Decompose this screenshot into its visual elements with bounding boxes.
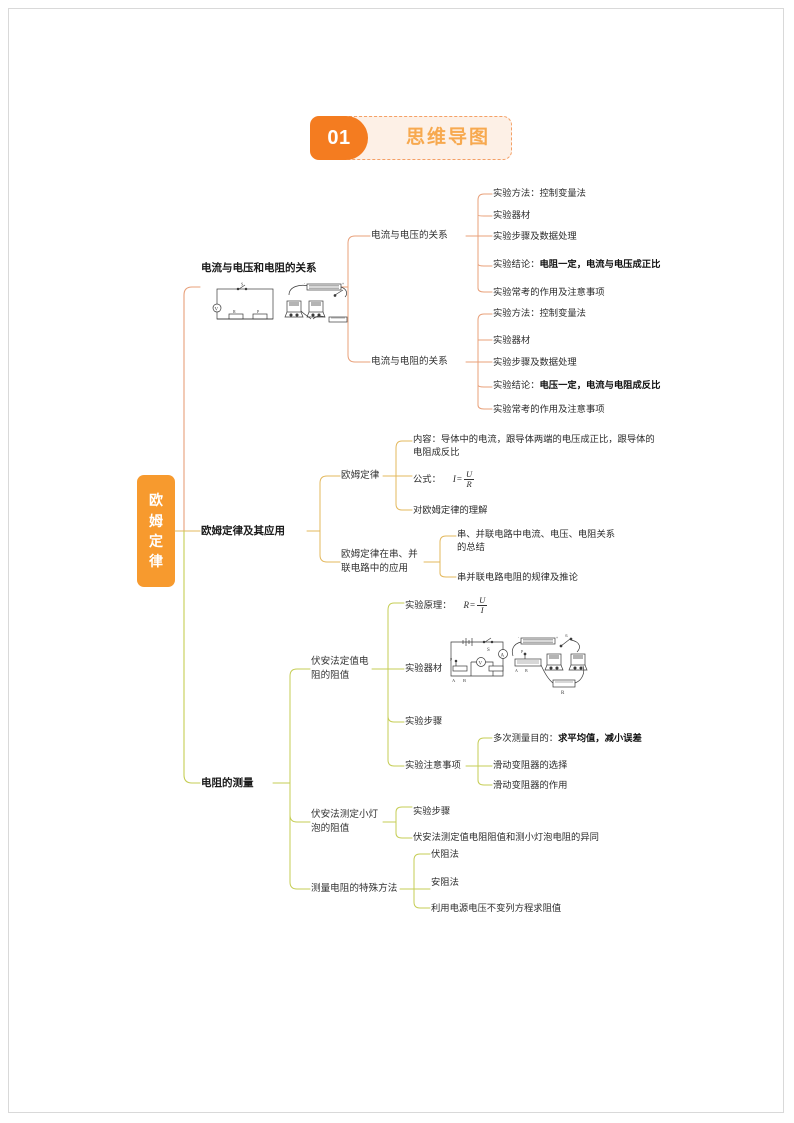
leaf-b1c1-2[interactable]: 实验器材 [493,210,531,220]
leaf-b2c2-2[interactable]: 串并联电路电阻的规律及推论 [457,572,578,582]
svg-text:S: S [565,633,568,638]
branch-3-label[interactable]: 电阻的测量 [201,777,254,789]
header-panel [340,116,512,160]
branch-3-child-1-label[interactable]: 伏安法定值电阻的阻值 [311,656,369,681]
svg-text:B: B [525,668,528,673]
svg-text:B: B [463,678,466,683]
leaf-b1c2-5[interactable]: 实验常考的作用及注意事项 [493,404,605,414]
leaf-b1c2-4[interactable]: 实验结论：电压一定，电流与电阻成反比 [493,379,660,392]
leaf-b2c1-3[interactable]: 对欧姆定律的理解 [413,505,488,515]
leaf-b3c1-4-3[interactable]: 滑动变阻器的作用 [493,780,568,790]
svg-text:P: P [521,649,524,654]
formula-res-R: R [463,599,470,610]
branch-1-child-1-label[interactable]: 电流与电压的关系 [371,230,448,241]
leaf-b3c1-3[interactable]: 实验步骤 [405,716,443,726]
leaf-b1c1-4-prefix: 实验结论： [493,259,540,269]
svg-text:A: A [452,678,456,683]
leaf-b3c1-4[interactable]: 实验注意事项 [405,760,461,770]
svg-text:P: P [257,309,260,314]
svg-text:-: - [304,281,306,285]
leaf-b3c3-1[interactable]: 伏阻法 [431,849,459,859]
svg-text:+: + [556,636,558,640]
branch-2-child-1-label[interactable]: 欧姆定律 [341,470,380,481]
formula-res-equals: = [470,599,476,610]
leaf-b1c2-4-conclusion: 电压一定，电流与电阻成反比 [539,380,661,390]
section-header: 01 思维导图 [310,116,512,160]
leaf-b2c1-1[interactable]: 内容：导体中的电流，跟导体两端的电压成正比，跟导体的电阻成反比 [413,434,655,458]
leaf-b3c3-2[interactable]: 安阻法 [431,877,459,887]
svg-text:+: + [342,282,344,286]
svg-text:-: - [518,635,520,639]
leaf-b1c1-4-conclusion: 电阻一定，电流与电压成正比 [539,259,661,269]
svg-text:R: R [561,691,565,696]
svg-text:A: A [515,668,518,673]
svg-text:P: P [450,657,453,662]
leaf-b3c3-3[interactable]: 利用电源电压不变列方程求阻值 [431,903,562,913]
leaf-b3c2-2[interactable]: 伏安法测定值电阻阻值和测小灯泡电阻的异同 [413,832,599,842]
header-badge-number: 01 [310,116,368,160]
svg-text:S: S [241,282,243,287]
branch-1-label[interactable]: 电流与电压和电阻的关系 [201,262,317,274]
svg-text:A: A [501,654,505,659]
leaf-b2c2-1[interactable]: 串、并联电路中电流、电压、电阻关系的总结 [457,529,616,553]
svg-text:V: V [215,308,219,313]
leaf-b1c1-5[interactable]: 实验常考的作用及注意事项 [493,287,605,297]
formula-ohm-equals: = [456,473,462,484]
branch-2-child-2-label[interactable]: 欧姆定律在串、并联电路中的应用 [341,549,418,574]
leaf-b3c1-4-1-emphasis: 求平均值，减小误差 [558,733,642,743]
svg-text:R: R [233,309,236,314]
branch-3-child-3-label[interactable]: 测量电阻的特殊方法 [311,883,398,894]
leaf-b1c2-4-prefix: 实验结论： [493,380,540,390]
leaf-b3c1-4-1-prefix: 多次测量目的： [493,733,559,743]
formula-ohm-I: I [452,473,456,484]
leaf-b1c2-2[interactable]: 实验器材 [493,335,531,345]
leaf-b1c1-3[interactable]: 实验步骤及数据处理 [493,231,577,241]
svg-text:V: V [479,662,483,667]
leaf-b1c2-1[interactable]: 实验方法：控制变量法 [493,308,586,318]
root-char-1: 欧 [149,492,163,509]
leaf-b3c1-2[interactable]: 实验器材 [405,663,443,673]
branch-2-label[interactable]: 欧姆定律及其应用 [201,525,285,537]
circuit-diagram-resistance-measure: S A V P A B - + S [441,632,599,700]
branch-1-child-2-label[interactable]: 电流与电阻的关系 [371,356,448,367]
root-char-3: 定 [149,533,163,549]
leaf-b2c1-2-prefix: 公式： [413,473,441,484]
leaf-b1c2-3[interactable]: 实验步骤及数据处理 [493,357,577,367]
leaf-b3c1-4-2[interactable]: 滑动变阻器的选择 [493,760,568,770]
root-char-2: 姆 [149,512,163,529]
circuit-diagram-voltage-resistance: V S R P - + [205,281,351,329]
leaf-b3c2-1[interactable]: 实验步骤 [413,806,451,816]
leaf-b1c1-4[interactable]: 实验结论：电阻一定，电流与电压成正比 [493,258,660,271]
root-char-4: 律 [149,553,163,570]
branch-3-child-2-label[interactable]: 伏安法测定小灯泡的阻值 [311,809,379,834]
leaf-b1c1-1[interactable]: 实验方法：控制变量法 [493,188,586,198]
leaf-b3c1-1-prefix: 实验原理： [405,599,452,610]
leaf-b3c1-4-1[interactable]: 多次测量目的：求平均值，减小误差 [493,732,642,745]
svg-text:S: S [487,648,490,653]
root-node-ohms-law[interactable]: 欧 姆 定 律 [137,475,175,587]
header-title: 思维导图 [405,127,490,148]
